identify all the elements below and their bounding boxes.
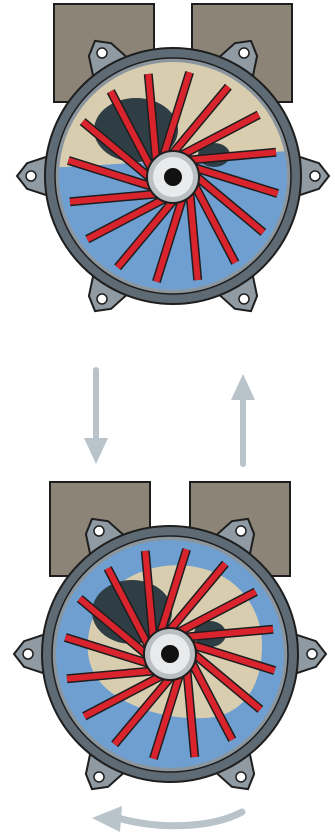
impeller-blade-fill	[170, 84, 231, 155]
impeller-blade-fill	[105, 566, 151, 647]
impeller-blade-fill	[186, 626, 274, 641]
impeller	[63, 547, 277, 761]
bolt-hole	[238, 47, 250, 59]
impeller-blade-fill	[183, 670, 198, 758]
impeller-blade-fill	[189, 149, 277, 164]
bolt-hole	[309, 170, 321, 182]
bolt-hole	[238, 293, 250, 305]
impeller-blade-fill	[160, 71, 193, 156]
down-arrow	[84, 367, 108, 464]
bolt-hole	[96, 293, 108, 305]
impeller-blade-fill	[180, 112, 261, 158]
shaft	[161, 645, 179, 663]
bolt-hole	[96, 47, 108, 59]
impeller-blade-fill	[191, 641, 276, 674]
impeller-blade-fill	[115, 199, 176, 270]
impeller-blade-fill	[194, 164, 279, 197]
impeller-blade-fill	[66, 667, 154, 682]
impeller-blade-fill	[186, 193, 201, 281]
impeller-blade-fill	[157, 548, 190, 633]
impeller-blade-fill	[177, 589, 258, 635]
rotation-arrow	[92, 806, 246, 832]
impeller-blade-fill	[189, 661, 235, 742]
impeller-blade-fill	[192, 184, 238, 265]
impeller-blade-fill	[80, 119, 151, 180]
impeller-blade-fill	[112, 676, 173, 747]
impeller-blade-fill	[77, 596, 148, 657]
bolt-hole	[25, 170, 37, 182]
bolt-hole	[22, 648, 34, 660]
impeller-blade-fill	[64, 634, 149, 667]
impeller	[66, 70, 280, 284]
impeller-blade-fill	[82, 673, 163, 719]
bolt-hole	[306, 648, 318, 660]
impeller-blade-fill	[192, 651, 263, 712]
impeller-blade-fill	[145, 73, 160, 161]
impeller-blade-fill	[167, 561, 228, 632]
impeller-blade-fill	[150, 675, 183, 760]
bolt-hole	[235, 525, 247, 537]
impeller-blade-fill	[142, 550, 157, 638]
bolt-hole	[93, 771, 105, 783]
bolt-hole	[93, 525, 105, 537]
impeller-blade-fill	[67, 157, 152, 190]
up-arrow	[231, 374, 255, 467]
bolt-hole	[235, 771, 247, 783]
pump-state-top	[15, 3, 331, 313]
impeller-blade-fill	[85, 196, 166, 242]
impeller-blade-fill	[69, 190, 157, 205]
impeller-blade-fill	[153, 198, 186, 283]
pump-state-bottom	[12, 481, 328, 791]
impeller-blade-fill	[195, 174, 266, 235]
shaft	[164, 168, 182, 186]
impeller-blade-fill	[108, 89, 154, 170]
